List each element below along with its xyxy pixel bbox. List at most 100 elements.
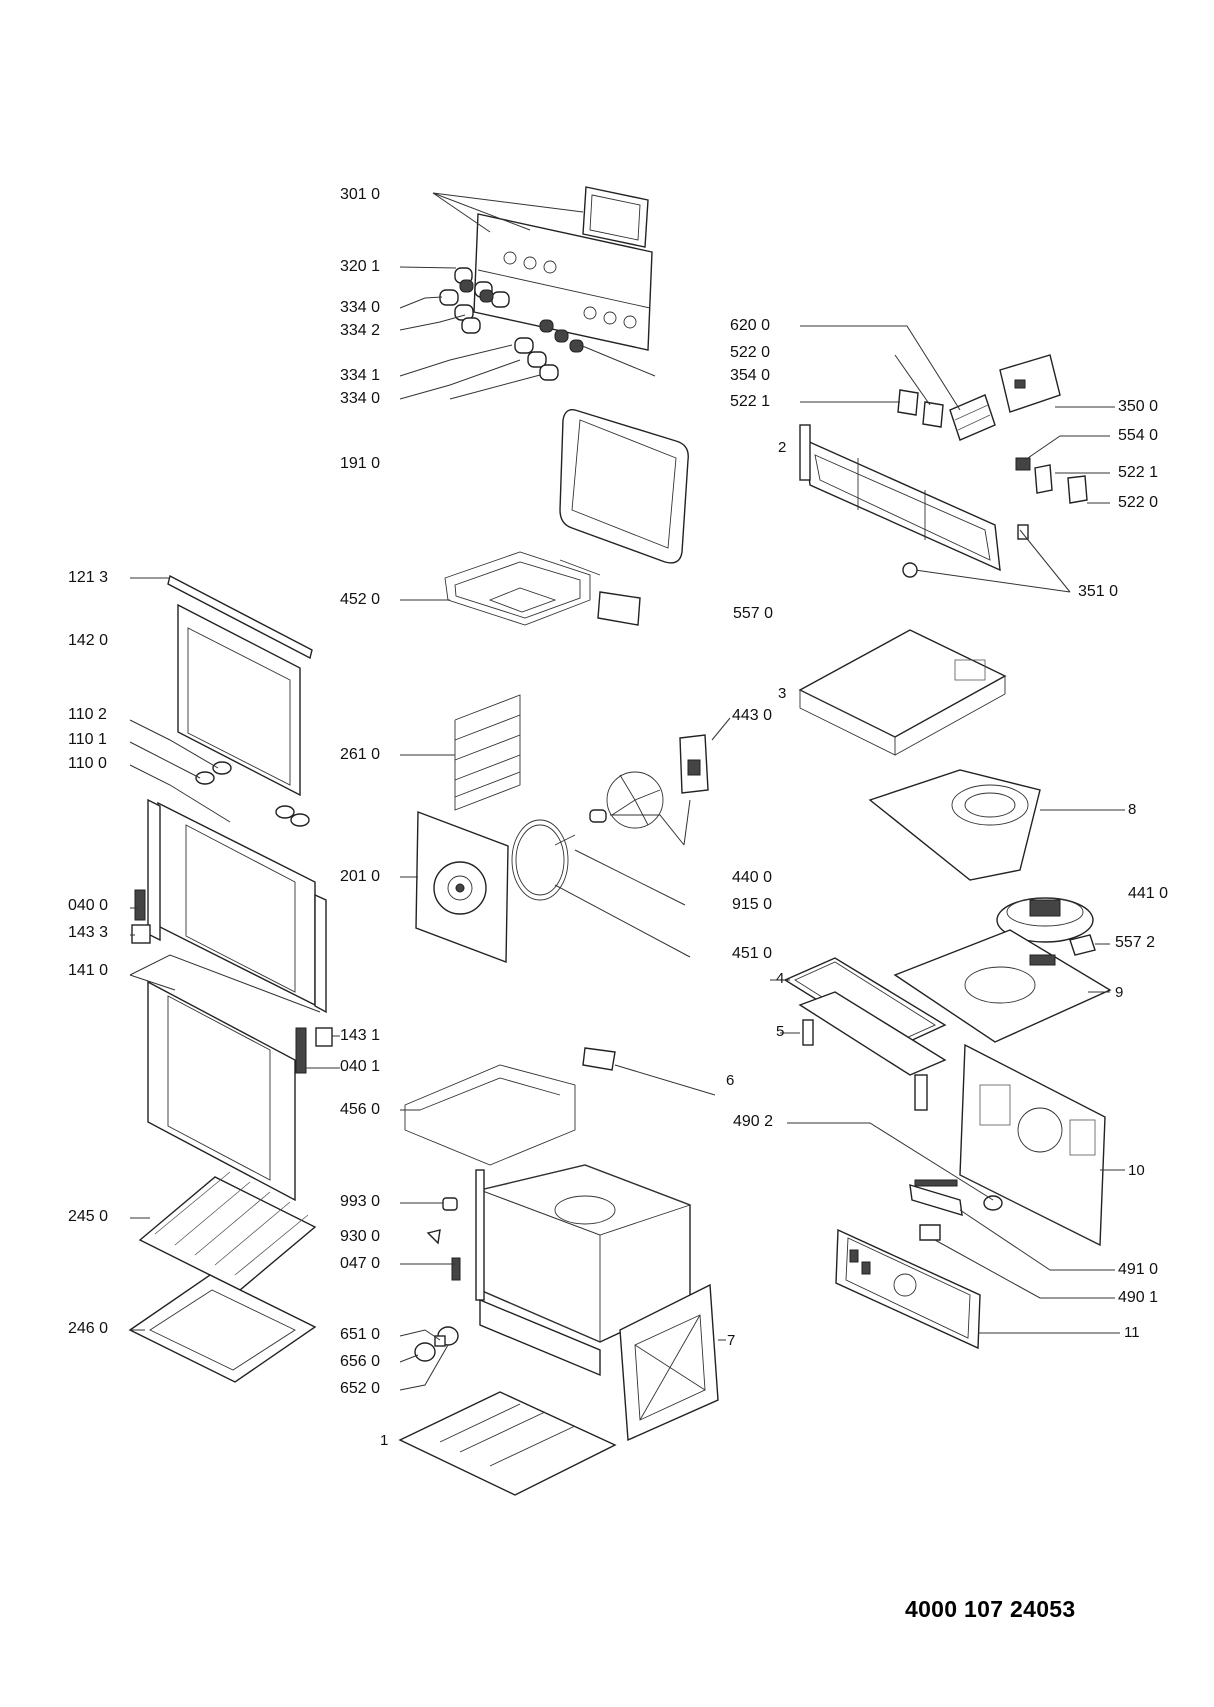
label-522-0-top: 522 0 [730,344,771,361]
ref-number-6: 6 [726,1072,735,1089]
label-620-0: 620 0 [730,317,771,334]
label-334-0-bottom: 334 0 [340,390,381,407]
label-554-0: 554 0 [1118,427,1159,444]
leader-lines-control [399,192,656,400]
door-seal [559,409,689,564]
control-bracket [799,424,1001,572]
control-knobs [439,267,584,381]
label-522-1-right: 522 1 [1118,464,1159,481]
label-522-1-left: 522 1 [730,393,771,410]
label-110-2: 110 2 [68,706,107,723]
bottom-element [404,1047,616,1166]
ref-number-2: 2 [778,439,787,456]
label-656-0: 656 0 [340,1353,381,1370]
label-451-0: 451 0 [732,945,773,962]
ref-number-11: 11 [1124,1324,1140,1341]
rear-housing [959,1043,1106,1247]
sensor-clip [1069,934,1096,956]
ref-number-5: 5 [776,1023,785,1040]
ref-number-3: 3 [778,685,787,702]
label-143-3: 143 3 [68,924,109,941]
screw-part [902,562,918,578]
side-rack [454,694,521,811]
label-351-0: 351 0 [1078,583,1119,600]
hinge-left [131,889,151,944]
label-652-0: 652 0 [340,1380,381,1397]
door-top-trim [167,574,313,660]
outer-door-glass [177,603,301,797]
document-code: 4000 107 24053 [905,1596,1076,1622]
control-board [835,1228,981,1350]
label-490-1: 490 1 [1118,1289,1159,1306]
label-557-0: 557 0 [733,605,774,622]
label-334-1: 334 1 [340,367,381,384]
label-320-1: 320 1 [340,258,381,275]
label-354-0: 354 0 [730,367,771,384]
fan-ring-element [511,819,576,901]
label-246-0: 246 0 [68,1320,109,1337]
fan-blade [589,771,664,829]
label-201-0: 201 0 [340,868,381,885]
label-191-0: 191 0 [340,455,381,472]
base-plate [893,929,1112,1043]
ref-number-7: 7 [727,1332,736,1349]
tangential-fan [996,897,1094,943]
front-frame [619,1283,719,1442]
ref-number-9: 9 [1115,984,1124,1001]
ref-number-8: 8 [1128,801,1137,818]
label-490-2: 490 2 [733,1113,774,1130]
label-334-2: 334 2 [340,322,381,339]
label-441-0: 441 0 [1128,885,1169,902]
inner-door-glass [147,980,296,1202]
side-bracket [798,991,947,1111]
hinge-right [295,1027,333,1074]
oven-cavity [475,1164,692,1377]
relay-blocks [897,389,996,441]
label-915-0: 915 0 [732,896,773,913]
terminal-block [909,1179,1003,1241]
label-452-0: 452 0 [340,591,381,608]
top-cover [798,629,1007,756]
cavity-small-parts [426,1197,461,1281]
label-456-0: 456 0 [340,1101,381,1118]
label-522-0-right: 522 0 [1118,494,1159,511]
control-panel-frame [473,186,653,351]
programmer-module [999,354,1061,413]
label-040-0: 040 0 [68,897,109,914]
switch-components [1015,457,1088,540]
label-110-1: 110 1 [68,731,107,748]
label-350-0: 350 0 [1118,398,1159,415]
baking-tray [128,1274,317,1383]
label-121-3: 121 3 [68,569,109,586]
label-301-0: 301 0 [340,186,381,203]
knob-parts-bottom [414,1326,459,1362]
ref-number-1: 1 [380,1432,389,1449]
label-245-0: 245 0 [68,1208,109,1225]
ref-number-10: 10 [1128,1162,1145,1179]
label-110-0: 110 0 [68,755,107,772]
door-side-rails [147,798,327,1014]
label-141-0: 141 0 [68,962,109,979]
label-440-0: 440 0 [732,869,773,886]
label-040-1: 040 1 [340,1058,381,1075]
label-491-0: 491 0 [1118,1261,1159,1278]
label-651-0: 651 0 [340,1326,381,1343]
bottom-cover [398,1391,617,1496]
rear-panel [415,810,509,964]
ref-number-4: 4 [776,970,785,987]
label-334-0-top: 334 0 [340,299,381,316]
glass-clips [195,761,310,827]
label-557-2: 557 2 [1115,934,1156,951]
label-443-0: 443 0 [732,707,773,724]
label-142-0: 142 0 [68,632,109,649]
label-261-0: 261 0 [340,746,381,763]
label-143-1: 143 1 [340,1027,381,1044]
fan-motor [679,734,709,794]
wire-shelf [138,1171,317,1291]
label-993-0: 993 0 [340,1193,381,1210]
label-047-0: 047 0 [340,1255,381,1272]
grill-element [444,551,641,626]
fan-cover [868,769,1125,881]
